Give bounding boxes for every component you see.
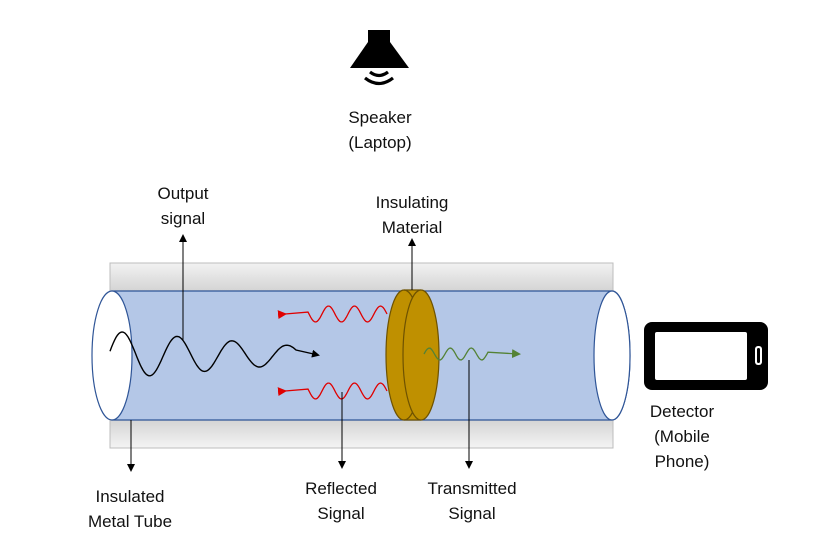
transmitted-signal-label-line2: Signal [448, 504, 496, 523]
reflected-signal-label: Reflected Signal [286, 476, 396, 526]
transmitted-signal-label: Transmitted Signal [412, 476, 532, 526]
tube-left-end [91, 290, 133, 421]
speaker-label-line1: Speaker [348, 108, 412, 127]
transmitted-signal-wave [423, 347, 521, 361]
speaker-icon [350, 30, 409, 86]
insulated-metal-tube [91, 262, 631, 449]
output-signal-label-line2: signal [160, 209, 206, 228]
speaker-label: Speaker (Laptop) [330, 105, 430, 155]
callout-arrows [127, 234, 473, 472]
insulating-material-label-line2: Material [381, 218, 443, 237]
insulating-material-label: Insulating Material [357, 190, 467, 240]
output-signal-label-line1: Output [157, 184, 209, 203]
detector-label-line3: Phone) [654, 452, 710, 471]
reflected-signal-waves [277, 305, 388, 400]
tube-body [111, 290, 631, 421]
tube-shield-top [109, 262, 614, 292]
insulated-tube-label: Insulated Metal Tube [75, 484, 185, 534]
detector-label-line2: (Mobile [654, 427, 710, 446]
reflected-signal-label-line2: Signal [317, 504, 365, 523]
speaker-label-line2: (Laptop) [348, 133, 412, 152]
output-signal-label: Output signal [133, 181, 233, 231]
mobile-phone-icon [644, 322, 768, 390]
detector-label-line1: Detector [649, 402, 715, 421]
insulated-tube-label-line1: Insulated [95, 487, 165, 506]
insulating-material-label-line1: Insulating [375, 193, 449, 212]
insulated-tube-label-line2: Metal Tube [87, 512, 173, 531]
tube-right-end [593, 290, 631, 421]
reflected-signal-label-line1: Reflected [305, 479, 377, 498]
output-signal-wave [109, 331, 320, 377]
transmitted-signal-label-line1: Transmitted [427, 479, 517, 498]
tube-shield-bottom [109, 419, 614, 449]
detector-label: Detector (Mobile Phone) [632, 399, 732, 474]
insulating-material-disk [385, 289, 440, 421]
